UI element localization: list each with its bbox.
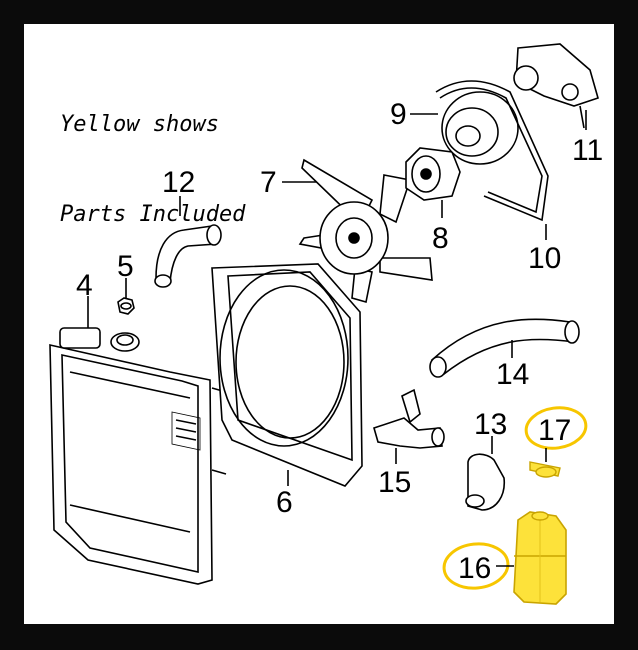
small-hose-drawing — [465, 453, 506, 511]
part-label-6: 6 — [276, 486, 293, 519]
part-label-4: 4 — [76, 269, 93, 302]
part-label-5: 5 — [117, 250, 134, 283]
cooling-fan-drawing — [298, 158, 433, 304]
part-label-13: 13 — [474, 408, 507, 441]
radiator-drawing — [49, 327, 227, 585]
part-label-9: 9 — [390, 98, 407, 131]
part-label-10: 10 — [528, 242, 561, 275]
marker-16 — [442, 542, 510, 590]
lower-hose-drawing — [429, 318, 580, 378]
part-label-15: 15 — [378, 466, 411, 499]
drive-belt-drawing — [435, 80, 549, 222]
part-label-17: 17 — [538, 414, 571, 447]
part-numbers: 4 5 6 7 8 9 10 11 12 13 14 15 16 17 — [76, 98, 603, 585]
marker-17 — [524, 406, 588, 450]
reservoir-cap-drawing — [529, 461, 561, 478]
water-outlet-drawing — [373, 388, 445, 449]
fan-clutch-drawing — [405, 147, 461, 201]
radiator-cap-drawing — [117, 297, 135, 315]
upper-hose-drawing — [154, 224, 222, 288]
included-part-markers — [442, 406, 588, 590]
legend-caption: Yellow shows Parts Included — [60, 50, 245, 260]
leader-lines — [87, 110, 587, 567]
water-pump-drawing — [513, 43, 599, 129]
part-label-12: 12 — [162, 166, 195, 199]
part-label-8: 8 — [432, 222, 449, 255]
pulley-drawing — [441, 91, 519, 165]
reservoir-tank-drawing — [513, 511, 567, 605]
part-label-7: 7 — [260, 166, 277, 199]
caption-line-2: Parts Included — [60, 202, 246, 227]
caption-line-1: Yellow shows — [60, 112, 219, 137]
part-label-11: 11 — [572, 134, 603, 167]
part-label-14: 14 — [496, 358, 529, 391]
fan-shroud-drawing — [211, 263, 363, 487]
part-label-16: 16 — [458, 552, 491, 585]
